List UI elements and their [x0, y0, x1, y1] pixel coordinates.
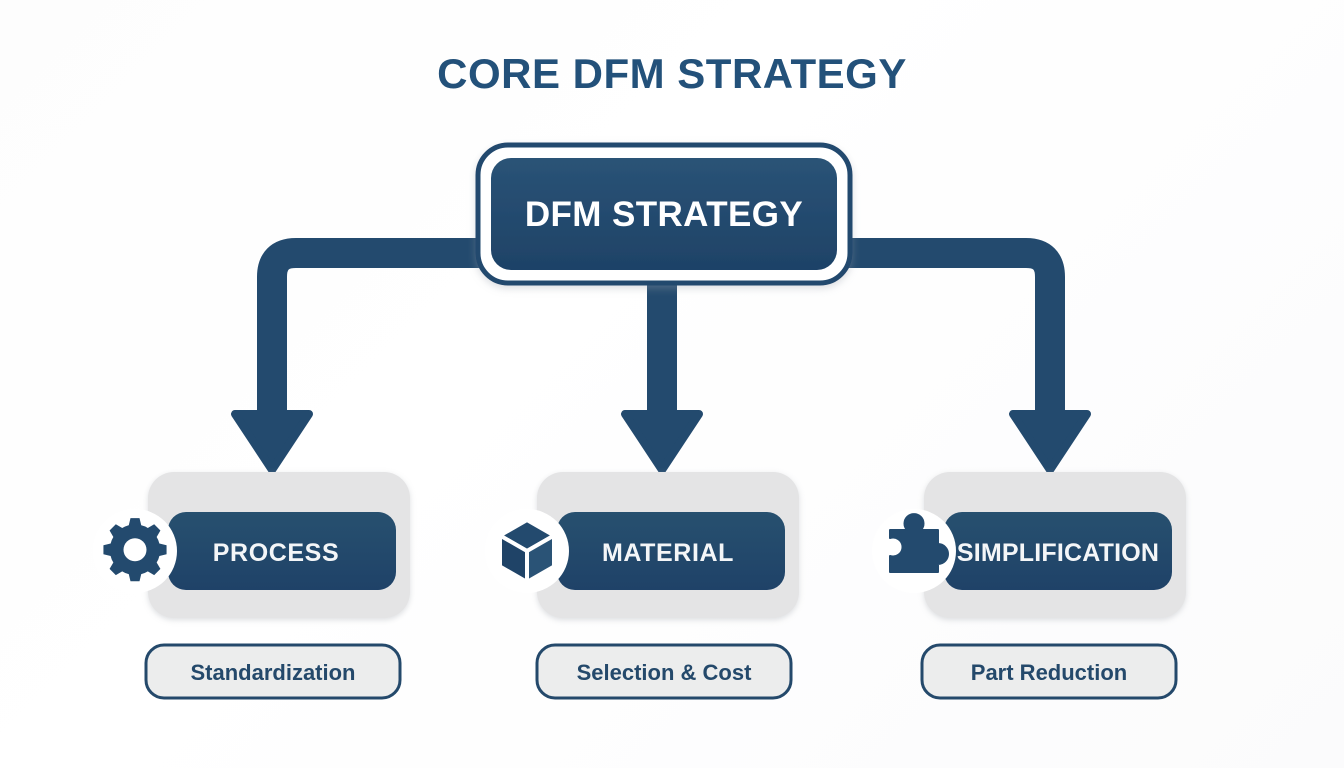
caption-label-standardization: Standardization [190, 660, 355, 685]
root-node-label: DFM STRATEGY [525, 195, 803, 234]
caption-pill-selection-cost [535, 643, 793, 700]
branch-node-material[interactable] [485, 472, 799, 618]
connector-left [257, 238, 500, 420]
connector-group [231, 238, 1091, 474]
branch-label-material: MATERIAL [602, 539, 734, 567]
puzzle-piece-icon [889, 513, 949, 573]
root-node-body [491, 158, 837, 270]
cube-icon [498, 518, 556, 584]
branch-pill-material [557, 512, 785, 590]
caption-label-selection-cost: Selection & Cost [577, 660, 752, 685]
connector-right [828, 238, 1065, 420]
branch-label-process: PROCESS [213, 539, 339, 567]
arrowhead-left [231, 410, 313, 474]
arrowhead-right [1009, 410, 1091, 474]
caption-node-selection-cost[interactable] [535, 643, 793, 700]
gear-icon [103, 518, 167, 582]
caption-pill-part-reduction [920, 643, 1178, 700]
branch-node-process[interactable] [93, 472, 410, 618]
page-title: CORE DFM STRATEGY [437, 50, 907, 97]
caption-node-part-reduction[interactable] [920, 643, 1178, 700]
branch-node-simplification[interactable] [872, 472, 1186, 618]
arrowhead-center [621, 410, 703, 474]
caption-label-part-reduction: Part Reduction [971, 660, 1127, 685]
branch-pill-simplification [944, 512, 1172, 590]
caption-pill-standardization [144, 643, 402, 700]
branch-label-simplification: SIMPLIFICATION [957, 539, 1159, 567]
branch-pill-process [168, 512, 396, 590]
caption-node-standardization[interactable] [144, 643, 402, 700]
root-node[interactable] [475, 142, 853, 286]
